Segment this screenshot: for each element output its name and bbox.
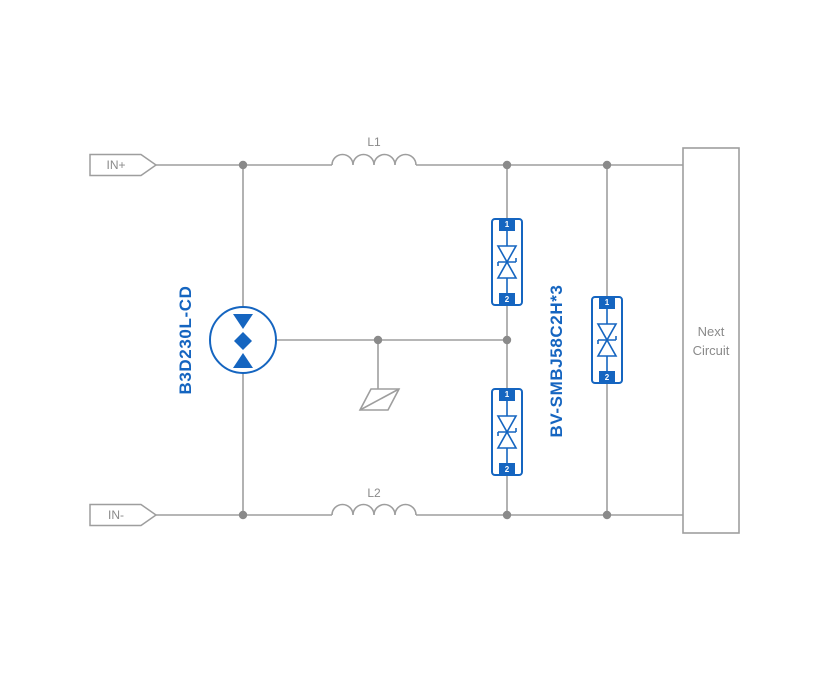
junction-dot	[238, 160, 248, 170]
tvs-a1-pad-2	[499, 293, 515, 306]
tvs-b-pad-2	[599, 371, 615, 384]
junction-dot	[502, 335, 512, 345]
gdt-diamond	[234, 332, 252, 350]
next-circuit-box	[682, 147, 740, 534]
port-in-minus-label: IN-	[108, 508, 124, 522]
port-in-minus-shape	[89, 503, 158, 527]
ground-flag-diagonal	[359, 388, 400, 411]
junction-dot	[238, 510, 248, 520]
junction-dot	[502, 160, 512, 170]
tvs-a2-pin2-label: 2	[504, 465, 510, 474]
gdt-part-number: B3D230L-CD	[176, 285, 195, 395]
port-tags	[89, 153, 158, 527]
ground-symbol	[358, 388, 401, 411]
tvs-a2-pin1-label: 1	[504, 390, 510, 399]
tvs-a2-pad-2	[499, 463, 515, 476]
tvs-part-number: BV-SMBJ58C2H*3	[547, 284, 566, 438]
wires	[156, 153, 683, 516]
tvs-b	[591, 296, 623, 384]
tvs-a2-pad-1	[499, 388, 515, 401]
inductor-l1	[331, 153, 417, 166]
tvs-b-pin1-label: 1	[604, 298, 610, 307]
tvs-b-pad-1	[599, 296, 615, 309]
inductor-l1-label: L1	[367, 135, 381, 149]
tvs-a1-pad-1	[499, 218, 515, 231]
gdt-triangle-down	[233, 314, 253, 329]
ground-flag	[358, 388, 401, 411]
tvs-b-pin2-label: 2	[604, 373, 610, 382]
tvs-a1-pin2-label: 2	[504, 295, 510, 304]
junction-dot	[502, 510, 512, 520]
junction-dot	[602, 510, 612, 520]
port-in-plus-label: IN+	[106, 158, 126, 172]
tvs-a1	[491, 218, 523, 306]
port-in-plus-shape	[89, 153, 158, 177]
junction-dots	[238, 160, 612, 520]
inductor-l2	[331, 503, 417, 516]
tvs-a2	[491, 388, 523, 476]
junction-dot	[602, 160, 612, 170]
next-circuit-label: Next Circuit	[692, 324, 730, 358]
junction-dot	[373, 335, 383, 345]
gdt-symbol	[209, 306, 277, 374]
inductor-l2-label: L2	[367, 486, 381, 500]
tvs-a1-pin1-label: 1	[504, 220, 510, 229]
gdt-triangle-up	[233, 353, 253, 368]
